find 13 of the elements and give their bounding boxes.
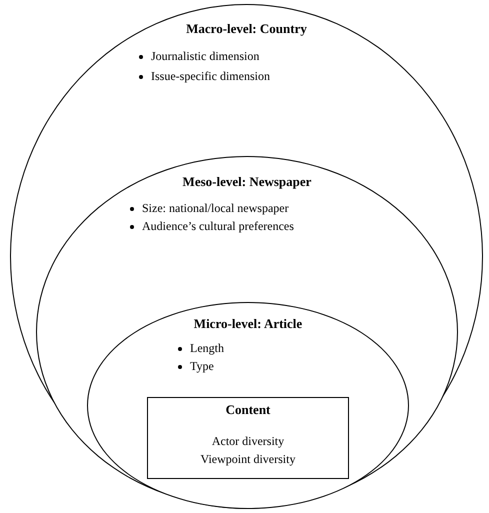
bullet-text: Size: national/local newspaper [142,201,289,216]
bullet-text: Length [190,341,224,356]
content-box [147,397,349,479]
bullet-text: Type [190,359,214,374]
bullet-text: Journalistic dimension [151,49,260,64]
level-heading: Content [224,402,272,418]
content-text: Actor diversity [210,434,286,449]
level-heading: Meso-level: Newspaper [182,174,312,190]
bullet-text: Issue-specific dimension [151,69,270,84]
bullet-text: Audience’s cultural preferences [142,219,294,234]
level-heading: Micro-level: Article [192,316,304,332]
level-heading: Macro-level: Country [185,21,308,37]
content-text: Viewpoint diversity [200,452,296,467]
